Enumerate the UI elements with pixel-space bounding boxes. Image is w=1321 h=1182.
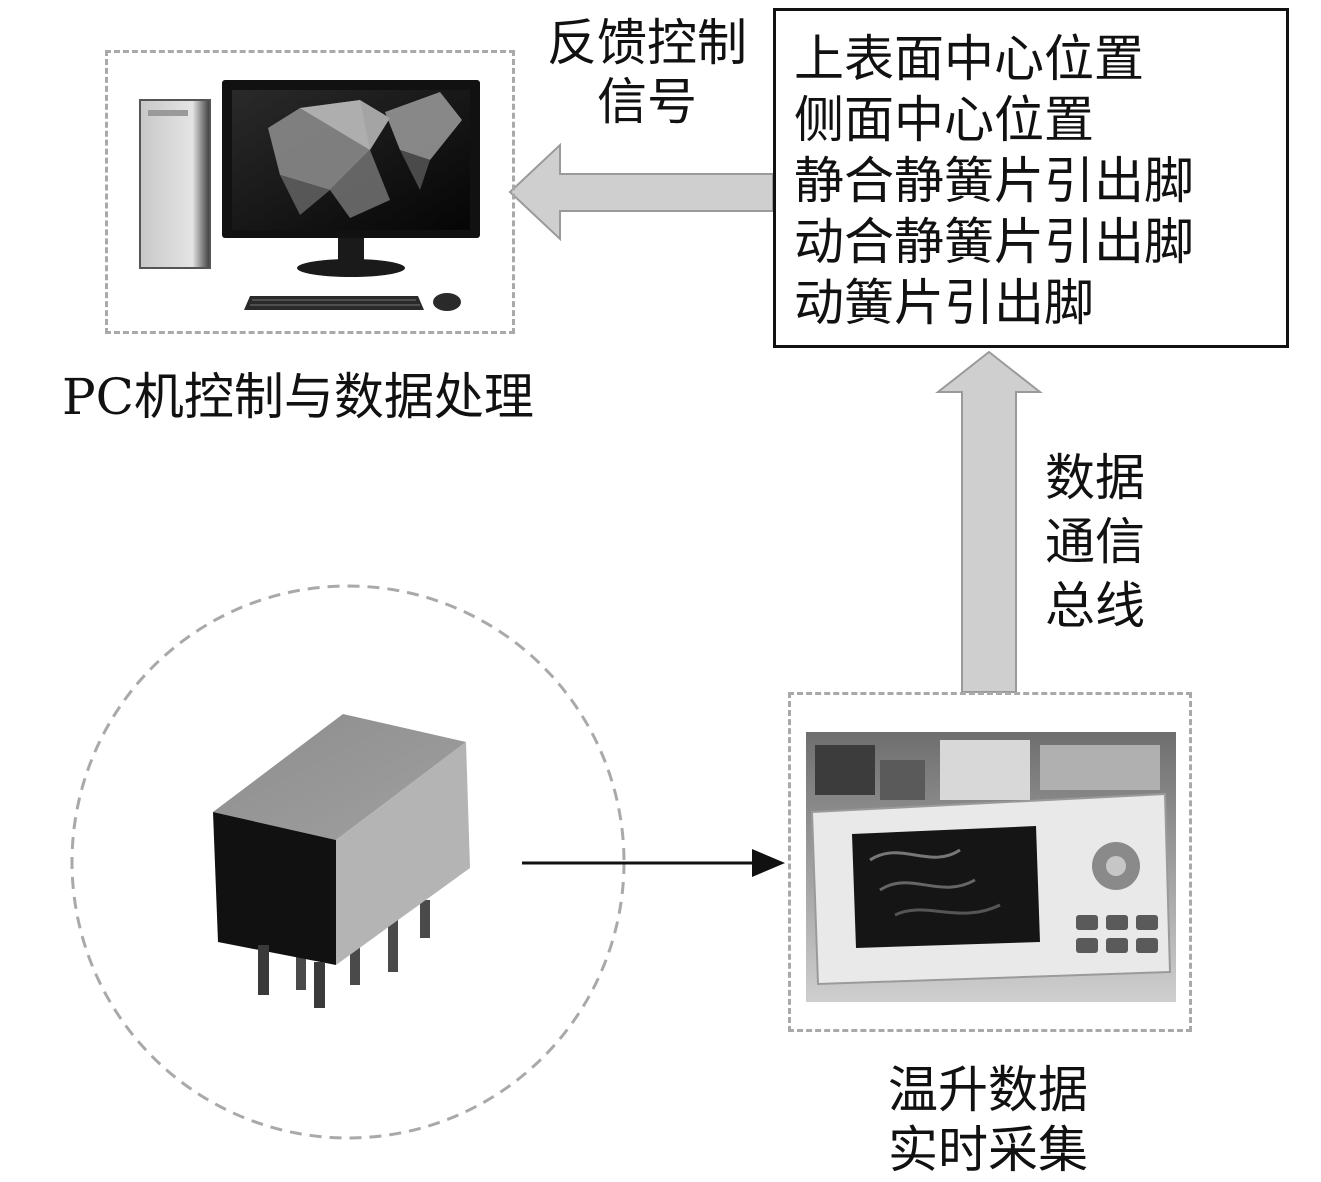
data-bus-arrow [935, 350, 1043, 693]
data-bus-label: 数据 通信 总线 [1045, 446, 1145, 638]
measurement-point-4: 动合静簧片引出脚 [794, 213, 1194, 271]
temperature-recorder-icon [806, 732, 1176, 1002]
feedback-arrow [508, 142, 774, 242]
feedback-signal-line-2: 信号 [597, 73, 697, 131]
pc-caption: PC机控制与数据处理 [62, 368, 534, 426]
measurement-point-5: 动簧片引出脚 [794, 274, 1094, 332]
data-bus-line-2: 通信 [1045, 513, 1145, 571]
acquisition-line-1: 温升数据 [888, 1061, 1088, 1119]
measurement-point-3: 静合静簧片引出脚 [794, 152, 1194, 210]
data-bus-line-1: 数据 [1045, 449, 1145, 507]
feedback-signal-line-1: 反馈控制 [547, 14, 747, 72]
desktop-computer-icon [139, 80, 480, 311]
feedback-signal-label: 反馈控制 信号 [527, 14, 767, 132]
recorder-dashed-frame [788, 692, 1192, 1032]
acquisition-line-2: 实时采集 [888, 1121, 1088, 1179]
measurement-arrow [522, 849, 785, 877]
measurement-point-1: 上表面中心位置 [794, 30, 1144, 88]
pc-dashed-frame [105, 50, 515, 334]
measurement-points-box: 上表面中心位置 侧面中心位置 静合静簧片引出脚 动合静簧片引出脚 动簧片引出脚 [773, 8, 1289, 348]
relay-component-icon [213, 714, 470, 1008]
data-bus-line-3: 总线 [1045, 577, 1145, 635]
measurement-point-2: 侧面中心位置 [794, 91, 1094, 149]
acquisition-caption: 温升数据 实时采集 [888, 1060, 1088, 1180]
